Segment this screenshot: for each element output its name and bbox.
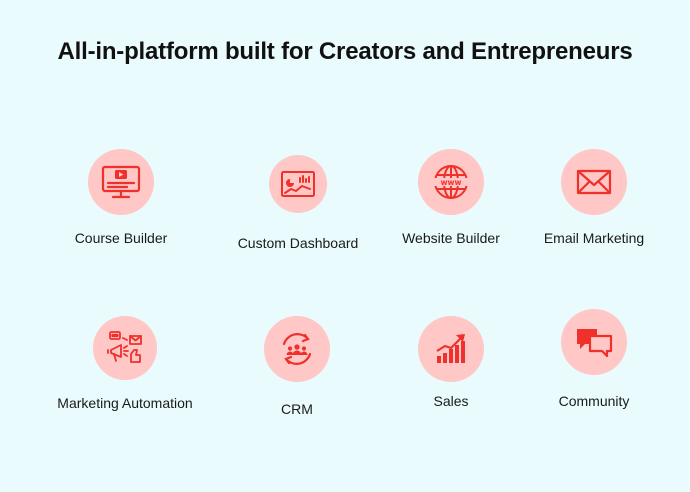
svg-text:www: www bbox=[441, 178, 462, 187]
feature-label: Sales bbox=[433, 393, 469, 409]
feature-label: Custom Dashboard bbox=[237, 235, 359, 251]
feature-marketing-automation: Marketing Automation bbox=[40, 316, 210, 411]
people-cycle-icon bbox=[264, 316, 330, 382]
growth-chart-icon bbox=[418, 316, 484, 382]
feature-label: Community bbox=[558, 393, 630, 409]
feature-label: Course Builder bbox=[74, 230, 168, 246]
feature-crm: CRM bbox=[212, 316, 382, 417]
feature-custom-dashboard: Custom Dashboard bbox=[213, 149, 383, 251]
feature-label: Email Marketing bbox=[543, 230, 645, 246]
chat-bubbles-icon bbox=[561, 309, 627, 375]
dashboard-chart-icon bbox=[269, 155, 327, 213]
feature-label: Website Builder bbox=[402, 230, 500, 246]
feature-email-marketing: Email Marketing bbox=[509, 149, 679, 246]
envelope-icon bbox=[561, 149, 627, 215]
feature-community: Community bbox=[509, 309, 679, 409]
feature-course-builder: Course Builder bbox=[36, 149, 206, 246]
feature-website-builder: www Website Builder bbox=[366, 149, 536, 246]
feature-label: Marketing Automation bbox=[57, 395, 193, 411]
feature-label: CRM bbox=[281, 401, 313, 417]
globe-www-icon: www bbox=[418, 149, 484, 215]
feature-sales: Sales bbox=[366, 316, 536, 409]
monitor-video-icon bbox=[88, 149, 154, 215]
page-title: All-in-platform built for Creators and E… bbox=[57, 38, 633, 65]
megaphone-automation-icon bbox=[93, 316, 157, 380]
